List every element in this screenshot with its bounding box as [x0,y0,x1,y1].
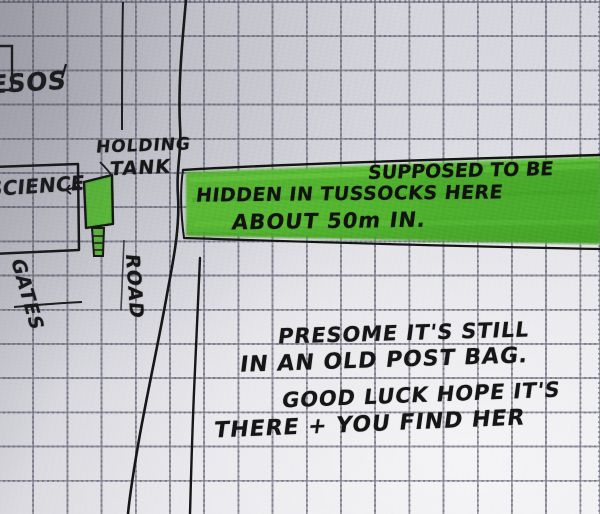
gates-underline [13,301,83,308]
science-arrow [64,184,81,195]
esos-apostrophe [60,63,68,79]
paddock-line [120,239,125,311]
highlighted-tussock-band [186,155,600,245]
band-outline [180,153,600,251]
fence-line-top [121,1,124,131]
building-esos-outline [0,44,14,92]
holding-tank-shape [82,173,115,257]
road-lines [126,0,202,514]
building-science-outline [0,162,81,255]
tank-leader-line [99,161,113,177]
